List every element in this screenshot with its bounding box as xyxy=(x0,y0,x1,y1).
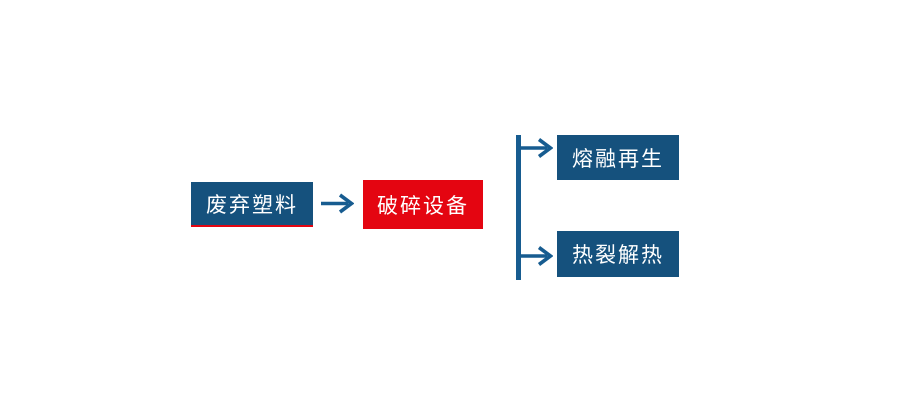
arrow-right-icon xyxy=(321,193,354,214)
node-waste-plastic: 废弃塑料 xyxy=(191,182,313,227)
node-crushing-equipment: 破碎设备 xyxy=(363,180,483,229)
node-waste-plastic-label: 废弃塑料 xyxy=(206,193,298,217)
node-pyrolysis-heat-label: 热裂解热 xyxy=(572,244,664,267)
node-pyrolysis-heat: 热裂解热 xyxy=(557,231,679,277)
branch-connector-line xyxy=(516,135,521,280)
node-crushing-equipment-label: 破碎设备 xyxy=(377,194,469,218)
branch-arrow-top-icon xyxy=(519,138,553,158)
node-melt-regeneration-label: 熔融再生 xyxy=(572,147,664,171)
branch-arrow-bottom-icon xyxy=(519,246,553,266)
node-melt-regeneration: 熔融再生 xyxy=(557,135,679,180)
